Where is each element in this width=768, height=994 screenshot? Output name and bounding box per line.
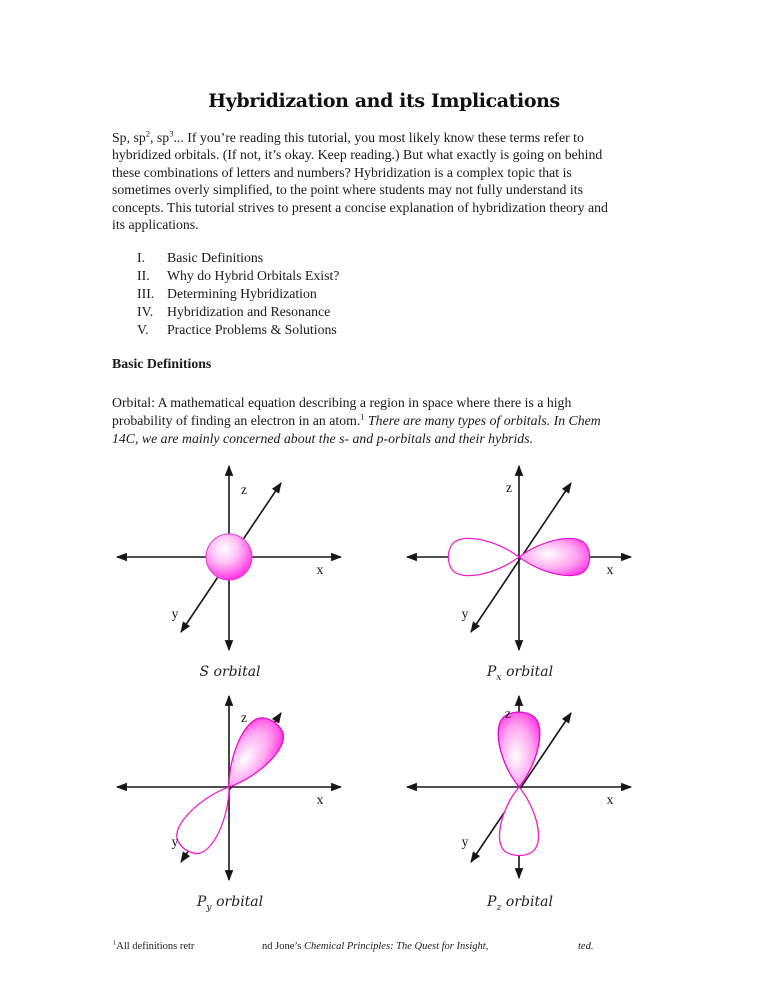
intro-line-4: sometimes overly simplified, to the poin… <box>112 182 583 198</box>
definition-line-1: Orbital: A mathematical equation describ… <box>112 395 572 410</box>
footnote: 1All definitions retr nd Jone’s Chemical… <box>0 939 768 961</box>
toc-numeral: I. <box>137 250 146 265</box>
pz-orbital-diagram: z x y <box>405 694 633 880</box>
definition-line-3: 14C, we are mainly concerned about the s… <box>112 431 534 446</box>
axis-label-x: x <box>607 792 614 807</box>
axis-label-z: z <box>505 706 511 721</box>
axis-label-y: y <box>172 834 179 849</box>
footnote-fragment-1: 1All definitions retr <box>113 939 195 952</box>
toc-label: Determining Hybridization <box>167 286 317 301</box>
y-axis-line <box>470 712 572 863</box>
toc-item: IV. Hybridization and Resonance <box>137 303 339 321</box>
s-orbital-sphere <box>205 533 253 581</box>
toc-item: II. Why do Hybrid Orbitals Exist? <box>137 267 339 285</box>
footnote-fragment-3: ted. <box>578 941 594 952</box>
toc-label: Why do Hybrid Orbitals Exist? <box>167 268 340 283</box>
s-orbital-diagram: z x y <box>115 464 343 652</box>
figure-caption: S orbital <box>199 664 261 680</box>
figure-pz-orbital: z x y Pz orbital <box>395 688 645 913</box>
pz-lobe-filled <box>497 711 541 788</box>
toc-item: V. Practice Problems & Solutions <box>137 321 339 339</box>
px-orbital-diagram: z x y <box>405 464 633 652</box>
intro-line-2: hybridized orbitals. (If not, it’s okay.… <box>112 147 603 163</box>
axis-label-y: y <box>172 606 179 621</box>
definition-line-2: probability of finding an electron in an… <box>112 411 601 428</box>
pz-lobe-open <box>498 785 540 857</box>
axis-label-x: x <box>317 562 324 577</box>
px-lobe-open <box>447 537 521 577</box>
toc-numeral: II. <box>137 268 150 283</box>
axis-label-x: x <box>317 792 324 807</box>
axis-label-x: x <box>607 562 614 577</box>
toc-label: Practice Problems & Solutions <box>167 322 337 337</box>
figure-py-orbital: z x y Py orbital <box>105 688 355 913</box>
axis-label-y: y <box>462 834 469 849</box>
toc-list: I. Basic Definitions II. Why do Hybrid Orb… <box>137 249 339 339</box>
toc-label: Hybridization and Resonance <box>167 304 331 319</box>
intro-line-5: concepts. This tutorial strives to prese… <box>112 199 608 215</box>
footnote-fragment-2: nd Jone’s Chemical Principles: The Quest… <box>262 941 489 952</box>
figure-caption: Py orbital <box>196 894 264 913</box>
intro-line-1: Sp, sp2, sp3... If you’re reading this t… <box>112 128 584 145</box>
toc-item: III. Determining Hybridization <box>137 285 339 303</box>
axis-label-z: z <box>506 480 512 495</box>
axis-label-z: z <box>241 482 247 497</box>
definition-paragraph: Orbital: A mathematical equation describ… <box>112 394 742 448</box>
figure-s-orbital: z x y S orbital <box>105 458 355 683</box>
toc-numeral: IV. <box>137 304 154 319</box>
toc-label: Basic Definitions <box>167 250 264 265</box>
figure-caption: Pz orbital <box>487 894 553 913</box>
intro-paragraph: Sp, sp2, sp3... If you’re reading this t… <box>112 129 742 233</box>
page-title: Hybridization and its Implications <box>208 90 560 112</box>
figure-px-orbital: z x y Px orbital <box>395 458 645 683</box>
toc-numeral: V. <box>137 322 149 337</box>
px-lobe-filled <box>518 537 591 577</box>
py-lobe-open <box>176 786 230 855</box>
toc-item: I. Basic Definitions <box>137 249 339 267</box>
intro-line-3: these combinations of letters and number… <box>112 164 572 180</box>
axis-label-z: z <box>241 710 247 725</box>
axis-label-y: y <box>462 606 469 621</box>
py-orbital-diagram: z x y <box>115 694 343 882</box>
section-heading: Basic Definitions <box>112 356 212 371</box>
toc-numeral: III. <box>137 286 155 301</box>
intro-line-6: its applications. <box>112 217 199 233</box>
figure-caption: Px orbital <box>486 664 554 683</box>
py-lobe-filled <box>228 717 285 788</box>
